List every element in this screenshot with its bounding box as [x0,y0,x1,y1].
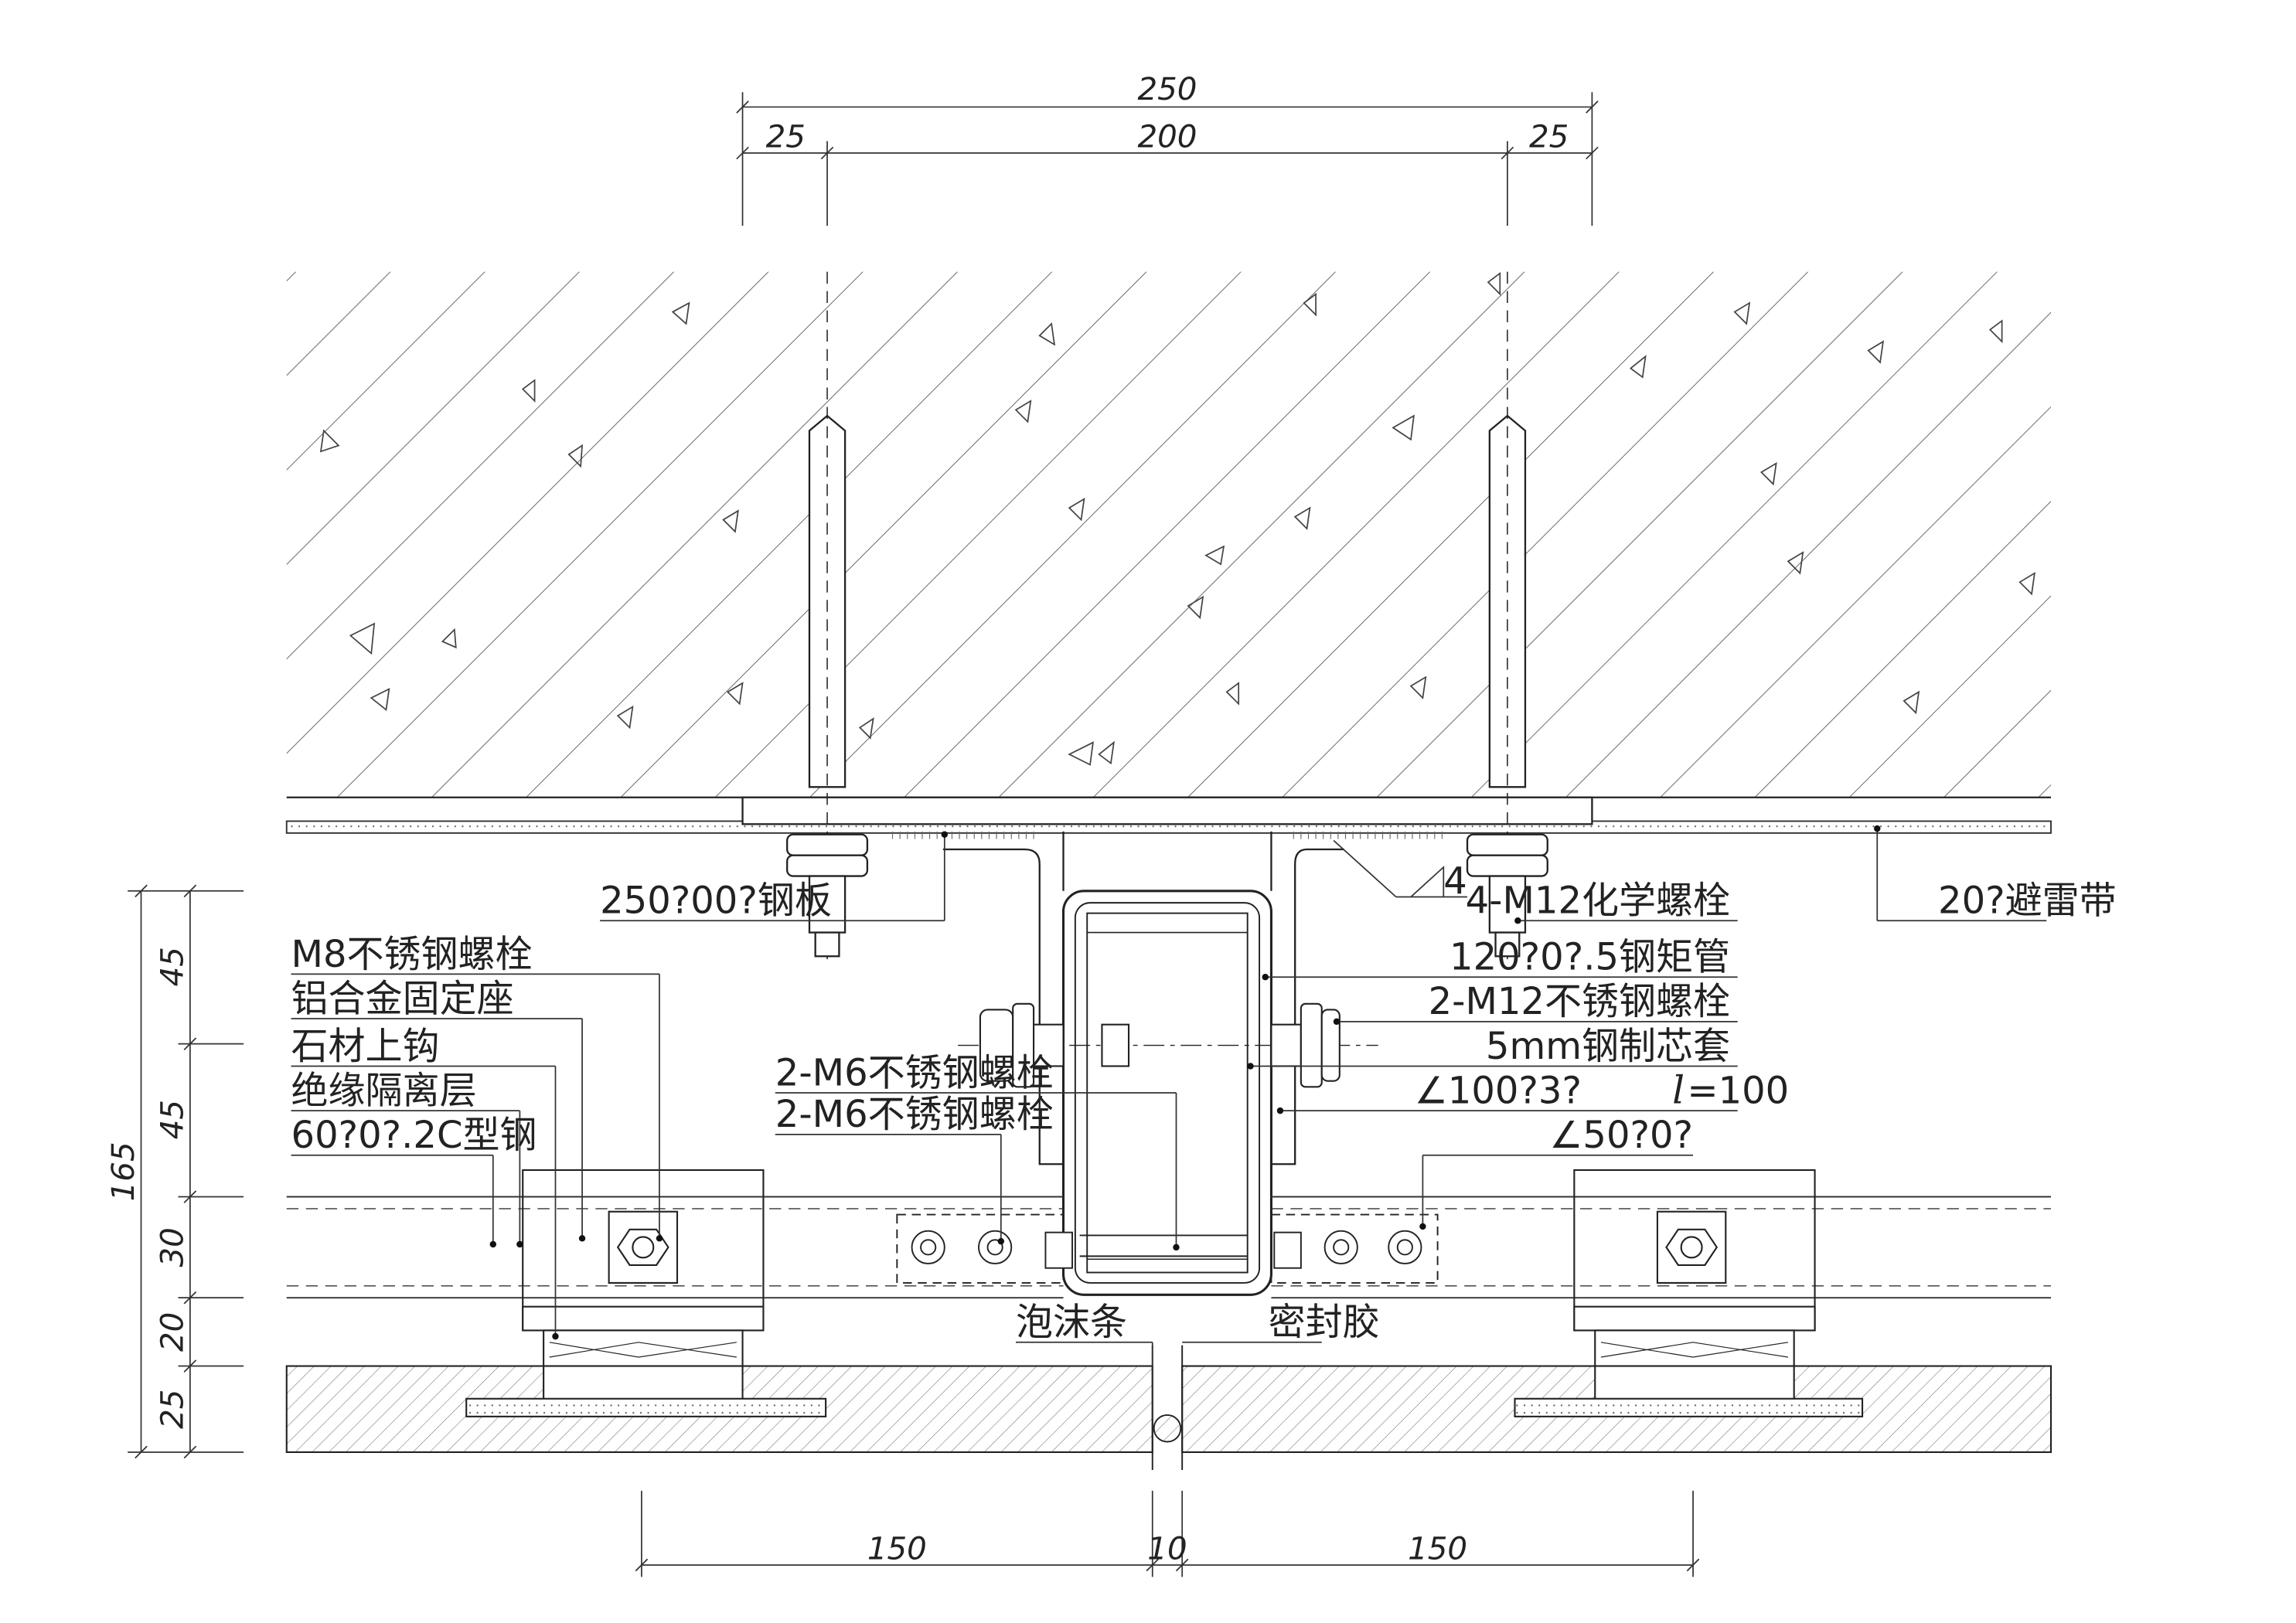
label-foam-strip: 泡沫条 [1016,1301,1127,1344]
label-alu-base: 铝合金固定座 [291,977,514,1020]
dim-left-seg1: 45 [154,947,190,986]
joint-sealant [1151,1345,1184,1471]
label-ss-bolt-m12: 2-M12不锈钢螺栓 [1429,980,1730,1023]
stone-panel-left [285,1365,1153,1454]
dim-bottom-joint: 10 [1147,1530,1187,1567]
bottom-dimensions [635,1490,1700,1577]
concrete-slab [286,271,2052,798]
dim-top-left-edge: 25 [766,118,806,155]
label-length-prefix: l [1672,1067,1685,1112]
dim-top-middle: 200 [1137,118,1197,155]
stone-panel-right [1181,1365,2052,1454]
aggregate-marks [319,271,2036,766]
label-insulation: 绝缘隔离层 [291,1069,477,1112]
dim-top-total: 250 [1137,71,1197,107]
label-steel-plate: 250?00?钢板 [600,880,832,923]
m12-through-bolt [958,1002,1378,1088]
angle-bracket-right [1270,831,1344,1165]
c-steel-channel [286,1196,2052,1299]
dim-left-seg3: 30 [154,1227,190,1267]
leader-dots [489,825,1881,1340]
left-dimensions [128,884,244,1459]
anchor-bolt-left [786,271,869,965]
dim-left-total: 165 [105,1142,141,1201]
dim-left-seg4: 20 [154,1312,190,1352]
steel-plate [741,796,1593,839]
dim-left-seg2: 45 [154,1100,190,1139]
dim-left-seg5: 25 [154,1390,190,1429]
angle-bracket-left [942,831,1065,1165]
label-length-value: =100 [1687,1069,1789,1112]
label-m8-bolt: M8不锈钢螺栓 [291,933,533,976]
label-c-steel: 60?0?.2C型钢 [291,1114,537,1157]
label-stone-hook: 石材上钩 [291,1025,440,1068]
label-m6-bolt-a: 2-M6不锈钢螺栓 [775,1051,1054,1094]
label-core-sleeve: 5mm钢制芯套 [1486,1025,1730,1068]
label-lightning-strip: 20?避雷带 [1938,880,2117,923]
leader-lines [291,829,2047,1420]
label-weld: 4 [1443,860,1467,903]
dim-bottom-left: 150 [867,1530,927,1567]
label-m6-bolt-b: 2-M6不锈钢螺栓 [775,1093,1054,1136]
label-steel-tube: 120?0?.5钢矩管 [1449,936,1730,979]
dim-top-right-edge: 25 [1529,118,1569,155]
label-sealant: 密封胶 [1269,1301,1380,1344]
top-dimensions [736,92,1599,226]
label-angle-100: ∠100?3? [1415,1069,1582,1112]
label-angle-50: ∠50?0? [1549,1114,1693,1157]
label-chem-bolt: 4-M12化学螺栓 [1466,880,1730,923]
dim-bottom-right: 150 [1408,1530,1467,1567]
